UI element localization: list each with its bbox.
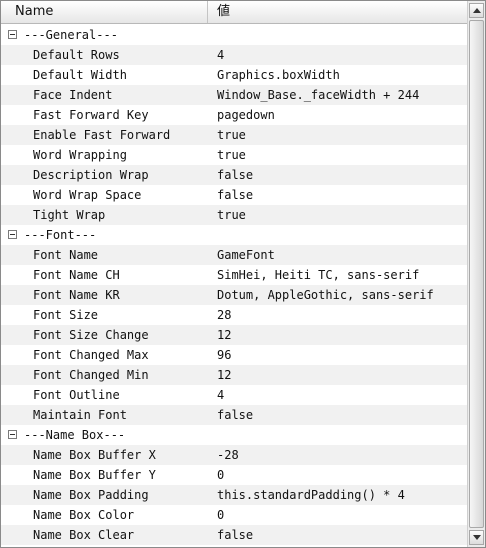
property-value[interactable]: true <box>217 208 246 222</box>
property-value[interactable]: -28 <box>217 448 239 462</box>
property-value[interactable]: Window_Base._faceWidth + 244 <box>217 88 420 102</box>
property-row[interactable]: Font Name CH SimHei, Heiti TC, sans-serif <box>1 265 467 285</box>
property-name: Font Name <box>33 248 99 262</box>
property-name: Font Changed Min <box>33 368 149 382</box>
scroll-thumb[interactable] <box>469 20 484 528</box>
grid-header: Name 値 <box>1 1 467 24</box>
property-name: Word Wrapping <box>33 148 127 162</box>
property-row[interactable]: Tight Wrap true <box>1 205 467 225</box>
property-name: Font Size Change <box>33 328 149 342</box>
property-name: Font Changed Max <box>33 348 149 362</box>
property-name: Name Box Padding <box>33 488 149 502</box>
property-value[interactable]: false <box>217 188 254 202</box>
property-value[interactable]: 0 <box>217 468 225 482</box>
group-row[interactable]: ---Name Box--- <box>1 425 467 445</box>
property-name: Enable Fast Forward <box>33 128 171 142</box>
property-name: Name Box Clear <box>33 528 135 542</box>
property-value[interactable]: GameFont <box>217 248 275 262</box>
property-row[interactable]: Fast Forward Key pagedown <box>1 105 467 125</box>
property-value[interactable]: 12 <box>217 328 232 342</box>
property-row[interactable]: Font Changed Max 96 <box>1 345 467 365</box>
property-value[interactable]: Graphics.boxWidth <box>217 68 340 82</box>
property-value[interactable]: Dotum, AppleGothic, sans-serif <box>217 288 434 302</box>
property-name: Tight Wrap <box>33 208 106 222</box>
property-row[interactable]: Default Width Graphics.boxWidth <box>1 65 467 85</box>
property-row[interactable]: Description Wrap false <box>1 165 467 185</box>
property-name: Word Wrap Space <box>33 188 142 202</box>
collapse-toggle-icon[interactable] <box>8 30 17 39</box>
property-name: Name Box Color <box>33 508 135 522</box>
property-row[interactable]: Font Size 28 <box>1 305 467 325</box>
property-row[interactable]: Font Changed Min 12 <box>1 365 467 385</box>
property-row[interactable]: Name Box Clear false <box>1 525 467 545</box>
property-name: Maintain Font <box>33 408 127 422</box>
property-row[interactable]: Face Indent Window_Base._faceWidth + 244 <box>1 85 467 105</box>
property-value[interactable]: true <box>217 128 246 142</box>
property-name: Font Size <box>33 308 99 322</box>
property-value[interactable]: 28 <box>217 308 232 322</box>
property-row[interactable]: Name Box Padding this.standardPadding() *… <box>1 485 467 505</box>
property-value[interactable]: this.standardPadding() * 4 <box>217 488 405 502</box>
scroll-down-icon[interactable] <box>469 530 484 545</box>
property-value[interactable]: 12 <box>217 368 232 382</box>
property-name: Face Indent <box>33 88 113 102</box>
group-row[interactable]: ---Font--- <box>1 225 467 245</box>
property-value[interactable]: 0 <box>217 508 225 522</box>
property-name: Font Outline <box>33 388 120 402</box>
scroll-up-icon[interactable] <box>469 3 484 18</box>
property-row[interactable]: Default Rows 4 <box>1 45 467 65</box>
property-value[interactable]: 4 <box>217 388 225 402</box>
property-row[interactable]: Font Outline 4 <box>1 385 467 405</box>
property-row[interactable]: Name Box Buffer Y 0 <box>1 465 467 485</box>
property-name: Name Box Buffer X <box>33 448 156 462</box>
property-value[interactable]: 4 <box>217 48 225 62</box>
property-row[interactable]: Font Name GameFont <box>1 245 467 265</box>
property-value[interactable]: true <box>217 148 246 162</box>
property-row[interactable]: Font Size Change 12 <box>1 325 467 345</box>
property-row[interactable]: Font Name KR Dotum, AppleGothic, sans-ser… <box>1 285 467 305</box>
property-name: Default Rows <box>33 48 120 62</box>
property-row[interactable]: Word Wrap Space false <box>1 185 467 205</box>
group-label: ---Font--- <box>24 228 97 242</box>
collapse-toggle-icon[interactable] <box>8 430 17 439</box>
property-name: Default Width <box>33 68 127 82</box>
property-row[interactable]: Name Box Buffer X -28 <box>1 445 467 465</box>
property-row[interactable]: Name Box Color 0 <box>1 505 467 525</box>
property-row[interactable]: Maintain Font false <box>1 405 467 425</box>
property-value[interactable]: 96 <box>217 348 232 362</box>
property-name: Description Wrap <box>33 168 149 182</box>
property-name: Font Name CH <box>33 268 120 282</box>
group-label: ---Name Box--- <box>24 428 126 442</box>
property-value[interactable]: false <box>217 168 254 182</box>
collapse-toggle-icon[interactable] <box>8 230 17 239</box>
vertical-scrollbar[interactable] <box>467 1 485 547</box>
property-row[interactable]: Word Wrapping true <box>1 145 467 165</box>
property-name: Name Box Buffer Y <box>33 468 156 482</box>
name-column-header[interactable]: Name <box>1 1 208 23</box>
group-row[interactable]: ---General--- <box>1 25 467 45</box>
group-label: ---General--- <box>24 28 118 42</box>
property-name: Fast Forward Key <box>33 108 149 122</box>
property-name: Font Name KR <box>33 288 120 302</box>
property-value[interactable]: pagedown <box>217 108 275 122</box>
property-value[interactable]: false <box>217 408 254 422</box>
property-value[interactable]: false <box>217 528 254 542</box>
value-column-header[interactable]: 値 <box>217 4 231 19</box>
property-row[interactable]: Enable Fast Forward true <box>1 125 467 145</box>
property-value[interactable]: SimHei, Heiti TC, sans-serif <box>217 268 420 282</box>
